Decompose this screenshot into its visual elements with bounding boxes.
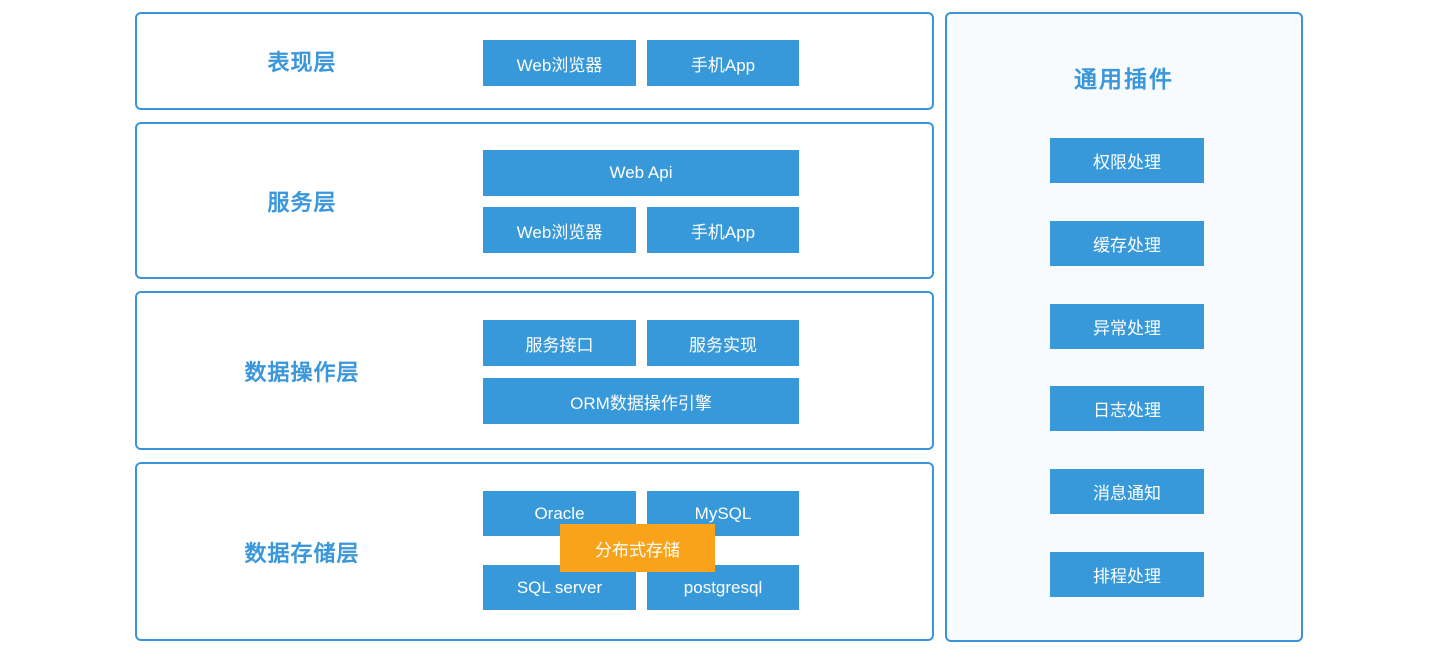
plugin-message-notification: 消息通知: [1050, 469, 1204, 514]
plugin-permission-handling: 权限处理: [1050, 138, 1204, 183]
node-mobile-app: 手机App: [647, 40, 799, 86]
node-sql-server: SQL server: [483, 565, 636, 610]
plugin-schedule-handling: 排程处理: [1050, 552, 1204, 597]
node-oracle: Oracle: [483, 491, 636, 536]
node-web-browser: Web浏览器: [483, 207, 636, 253]
plugin-cache-handling: 缓存处理: [1050, 221, 1204, 266]
node-web-api: Web Api: [483, 150, 799, 196]
node-mobile-app: 手机App: [647, 207, 799, 253]
node-postgresql: postgresql: [647, 565, 799, 610]
plugins-panel-title: 通用插件: [1074, 66, 1174, 92]
node-orm-engine: ORM数据操作引擎: [483, 378, 799, 424]
node-service-interface: 服务接口: [483, 320, 636, 366]
layer-data-storage: 数据存储层 Oracle MySQL SQL server postgresql…: [135, 462, 934, 641]
layer-presentation-title: 表现层: [267, 50, 337, 75]
node-distributed-storage: 分布式存储: [560, 524, 715, 572]
layer-presentation: 表现层 Web浏览器 手机App: [135, 12, 934, 110]
layer-data-storage-title: 数据存储层: [244, 540, 360, 566]
layer-data-operation-title: 数据操作层: [244, 359, 360, 385]
node-web-browser: Web浏览器: [483, 40, 636, 86]
plugin-log-handling: 日志处理: [1050, 386, 1204, 431]
node-service-implementation: 服务实现: [647, 320, 799, 366]
plugins-panel: 通用插件 权限处理 缓存处理 异常处理 日志处理 消息通知 排程处理: [945, 12, 1303, 642]
plugin-exception-handling: 异常处理: [1050, 304, 1204, 349]
layer-service: 服务层 Web Api Web浏览器 手机App: [135, 122, 934, 279]
layer-data-operation: 数据操作层 服务接口 服务实现 ORM数据操作引擎: [135, 291, 934, 450]
layer-service-title: 服务层: [267, 189, 337, 215]
